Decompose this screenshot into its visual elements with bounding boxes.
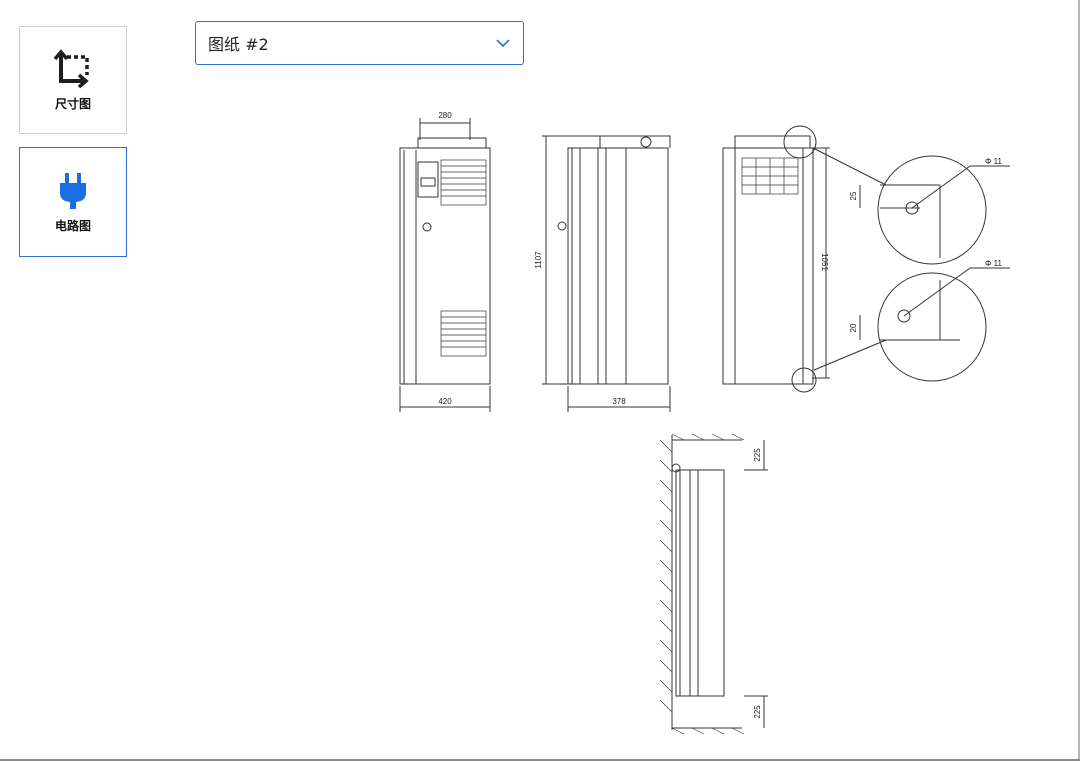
dim-clearance-bottom: 225	[753, 705, 762, 719]
crop-icon	[53, 48, 89, 88]
dim-depth: 378	[612, 397, 626, 406]
dim-hole-offset-top: 25	[849, 191, 858, 200]
sidebar-item-label: 尺寸图	[54, 96, 91, 111]
window-edge-bottom	[0, 759, 1080, 761]
front-view	[399, 118, 491, 412]
chevron-down-icon	[496, 39, 510, 48]
sidebar-item-circuit-diagram[interactable]: 电路图	[19, 147, 127, 257]
sidebar-item-dimension-drawing[interactable]: 尺寸图	[19, 26, 127, 134]
dim-front-width: 420	[438, 397, 452, 406]
drawing-select-value: 图纸 #2	[208, 35, 269, 54]
side-view	[542, 135, 671, 412]
dim-back-height: 1051	[820, 253, 829, 271]
drawing-select[interactable]: 图纸 #2	[195, 21, 524, 65]
dim-top-width: 280	[438, 111, 452, 120]
sidebar-item-label: 电路图	[54, 218, 91, 233]
dim-hole-top: Φ 11	[985, 157, 1002, 166]
window-edge-right	[1078, 0, 1080, 761]
back-view	[722, 125, 1010, 393]
installation-view	[659, 433, 768, 735]
plug-icon	[60, 172, 86, 209]
dim-hole-offset-bottom: 20	[849, 323, 858, 332]
dim-hole-bottom: Φ 11	[985, 259, 1002, 268]
dim-front-height: 1107	[534, 251, 543, 269]
dim-clearance-top: 225	[753, 448, 762, 462]
